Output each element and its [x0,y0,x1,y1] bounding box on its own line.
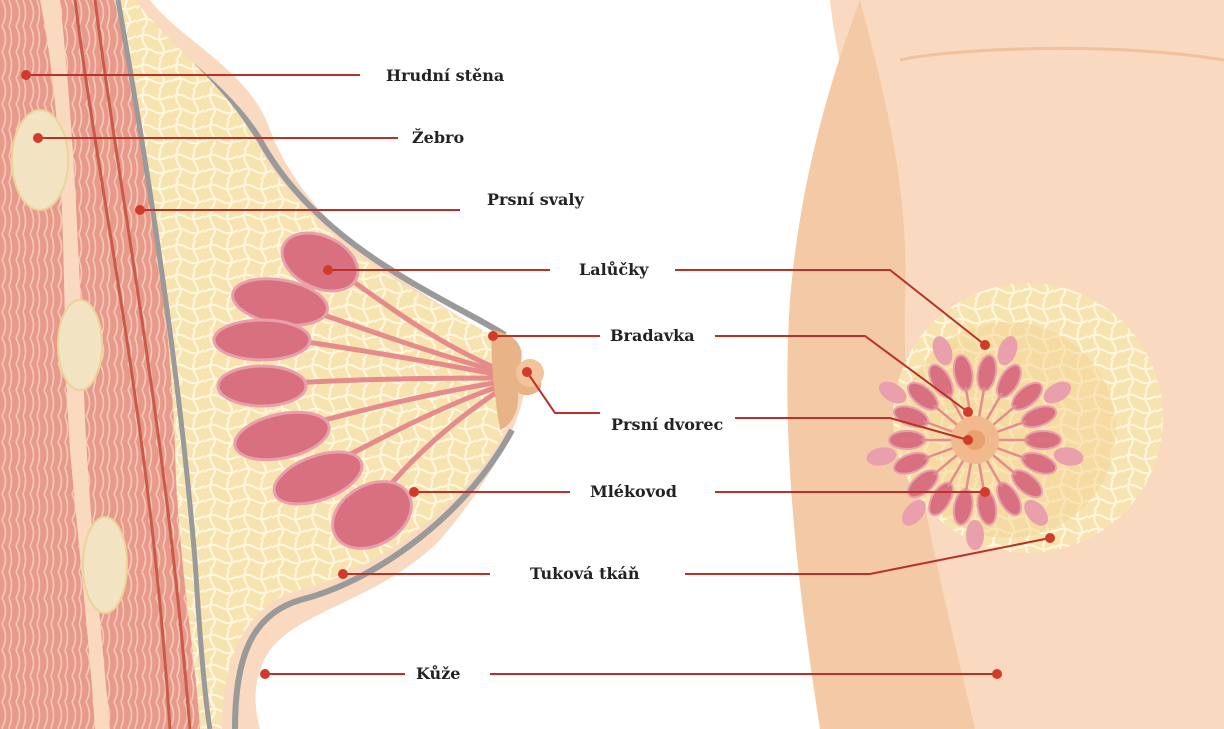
label-milk-duct: Mlékovod [590,482,677,502]
front-view [787,0,1224,729]
label-rib: Žebro [412,128,464,148]
label-fatty-tissue: Tuková tkáň [530,564,640,584]
dot-fat-side [338,569,348,579]
dot-duct-side [409,487,419,497]
dot-chest-wall [21,70,31,80]
dot-fat-front [1045,533,1055,543]
dot-lobule-front [980,340,990,350]
dot-duct-front [980,487,990,497]
side-section-view [0,0,544,729]
label-nipple: Bradavka [610,326,695,346]
lobule-front [889,431,925,449]
rib-3 [83,517,127,613]
dot-skin-front [992,669,1002,679]
dot-lobule-side [323,265,333,275]
label-pectoral-muscles: Prsní svaly [487,190,584,210]
lobule-front-outer [967,521,983,549]
label-areola: Prsní dvorec [611,415,723,435]
dot-areola-side [522,367,532,377]
rib-1 [12,110,68,210]
dot-rib [33,133,43,143]
label-lobules: Lalůčky [579,260,648,280]
dot-pectoral [135,205,145,215]
dot-skin-side [260,669,270,679]
dot-areola-front [963,435,973,445]
dot-nipple-side [488,331,498,341]
lobule-front [1025,431,1061,449]
dot-nipple-front [963,407,973,417]
label-skin: Kůže [416,664,460,684]
label-chest-wall: Hrudní stěna [386,66,504,86]
rib-2 [58,300,102,390]
